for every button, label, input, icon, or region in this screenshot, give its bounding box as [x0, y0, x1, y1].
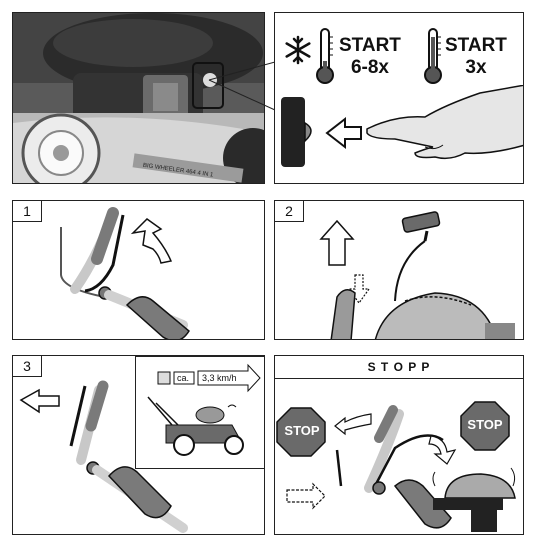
warm-start-label: START	[445, 35, 507, 56]
arrow-right-icon	[19, 388, 60, 414]
speed-ca-label: ca.	[177, 373, 190, 383]
dashed-arrow-right-icon	[286, 482, 326, 510]
arrow-up-icon	[319, 219, 355, 266]
mower-self-propelled-illustration	[147, 363, 261, 456]
snowflake-icon	[285, 35, 311, 65]
speed-value: 3,3 km/h	[202, 373, 237, 383]
speed-inset: ca. 3,3 km/h	[135, 356, 264, 469]
primer-panel: START 6-8x START 3x	[274, 12, 524, 184]
step-1-panel: 1	[12, 200, 265, 340]
engine-photo-panel: BIG WHEELER 464 4 IN 1	[12, 12, 265, 184]
curved-arrow-icon	[130, 218, 173, 264]
stop-title: S T O P P	[275, 356, 523, 379]
cold-start-label: START	[339, 35, 401, 56]
throttle-lever	[91, 207, 119, 265]
engine-cover	[374, 292, 498, 339]
thermometer-cold-icon	[316, 28, 334, 84]
warm-start-count: 3x	[465, 57, 487, 78]
step-3-number: 3	[13, 356, 42, 377]
primer-button	[203, 73, 217, 87]
step-2-number: 2	[275, 201, 304, 222]
cold-start-count: 6-8x	[350, 57, 389, 78]
stop-panel: S T O P P STOP STOP	[274, 355, 524, 535]
stop-sign-left-text: STOP	[284, 423, 320, 438]
step-3-panel: 3 ca. 3,3 km/h	[12, 355, 265, 535]
curved-arrow-down-icon	[428, 435, 457, 465]
hand-icon	[366, 85, 523, 160]
drive-lever	[85, 380, 109, 432]
engine-photo: BIG WHEELER 464 4 IN 1	[13, 13, 264, 183]
stop-sign-left-icon	[276, 407, 326, 457]
release-arrow-icon	[334, 413, 372, 436]
step-1-illustration	[60, 207, 190, 339]
step-3-illustration	[19, 380, 188, 533]
thermometer-warm-icon	[424, 28, 442, 84]
handle-grip	[125, 296, 190, 339]
stop-sign-right-icon	[460, 401, 510, 451]
step-2-illustration	[319, 211, 515, 339]
primer-housing	[281, 97, 305, 167]
engine-cover-stop	[444, 473, 516, 499]
stop-sign-right-text: STOP	[467, 417, 503, 432]
arrow-left-icon	[325, 116, 362, 150]
step-2-panel: 2	[274, 200, 524, 340]
starter-handle	[401, 211, 441, 233]
primer-press-illustration	[281, 85, 523, 167]
step-1-number: 1	[13, 201, 42, 222]
primer-bulb	[304, 121, 312, 143]
stop-illustration	[276, 401, 516, 532]
